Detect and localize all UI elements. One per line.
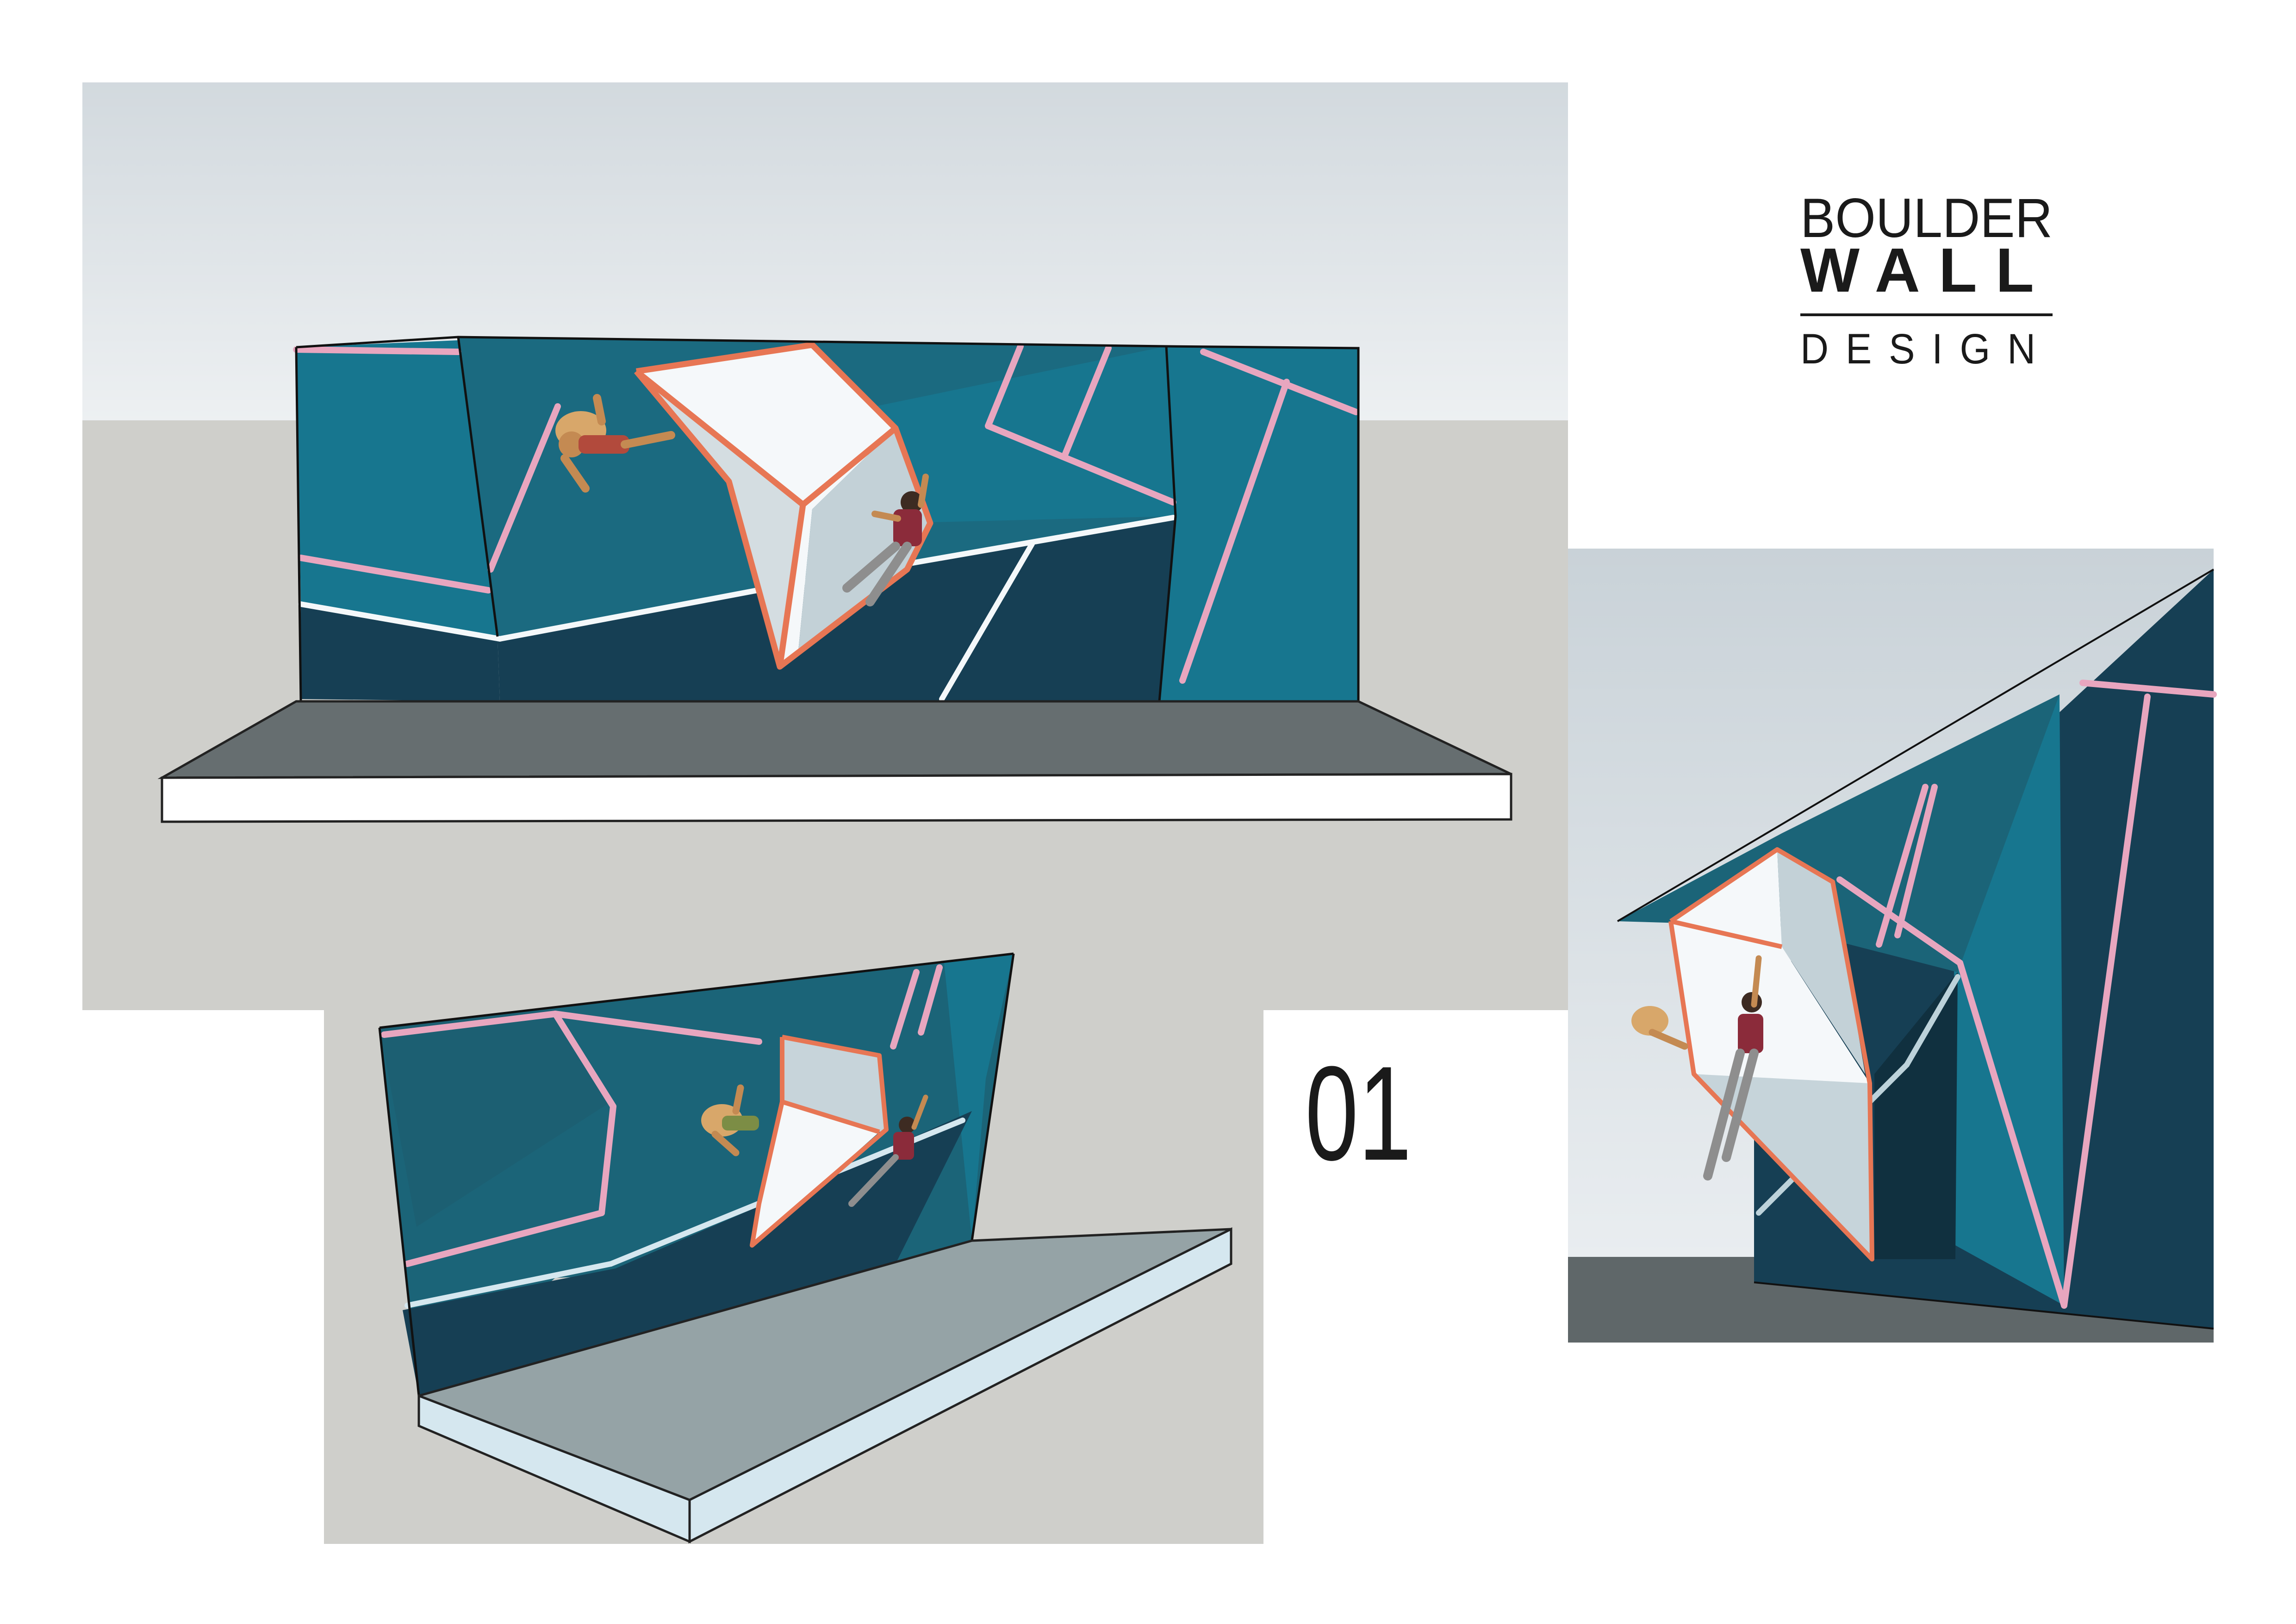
perspective-view <box>378 952 1232 1544</box>
brand-logo: BOULDER WALL DESIGN <box>1800 187 2053 373</box>
volume-shade-right <box>798 428 930 650</box>
perspective-crash-mat-end <box>688 1227 1232 1544</box>
side-climber-left <box>1631 1006 1688 1050</box>
side-view-pink-lines <box>1836 680 2217 1309</box>
side-wall-outline <box>1617 568 2215 1330</box>
side-volume-edges <box>1668 847 1874 1262</box>
perspective-climber-left <box>701 1084 759 1156</box>
perspective-volume-edges <box>750 1035 889 1248</box>
side-wall-facet-dark <box>1874 972 1958 1259</box>
route-lines-pink <box>293 343 1359 684</box>
perspective-wall-upper-facet <box>380 1009 611 1227</box>
logo-line-boulder: BOULDER <box>1800 187 2053 249</box>
sheet-number: 01 <box>1305 1038 1412 1188</box>
side-climber-right <box>1703 955 1763 1181</box>
perspective-volume-light <box>752 1102 879 1245</box>
crash-mat-top <box>157 700 1512 779</box>
side-volume-shade <box>1777 849 1865 1074</box>
volume-front-face <box>636 345 896 667</box>
perspective-pink-lines <box>381 964 943 1267</box>
side-view <box>1568 549 2217 1343</box>
perspective-climber-right <box>848 1094 928 1207</box>
perspective-wall-facet-right <box>944 954 1014 1241</box>
climber-figure-left <box>555 394 675 493</box>
volume-edges <box>634 342 933 670</box>
crash-mat-side <box>161 773 1512 823</box>
perspective-wall-outline <box>378 952 1015 1396</box>
climber-figure-right <box>842 474 929 606</box>
logo-line-design: DESIGN <box>1800 325 2053 373</box>
wall-panel-left-lower <box>301 602 500 701</box>
logo-line-wall: WALL <box>1800 235 2053 305</box>
perspective-wall-lower <box>403 1111 972 1396</box>
wall-facet-center-right <box>870 346 1176 523</box>
